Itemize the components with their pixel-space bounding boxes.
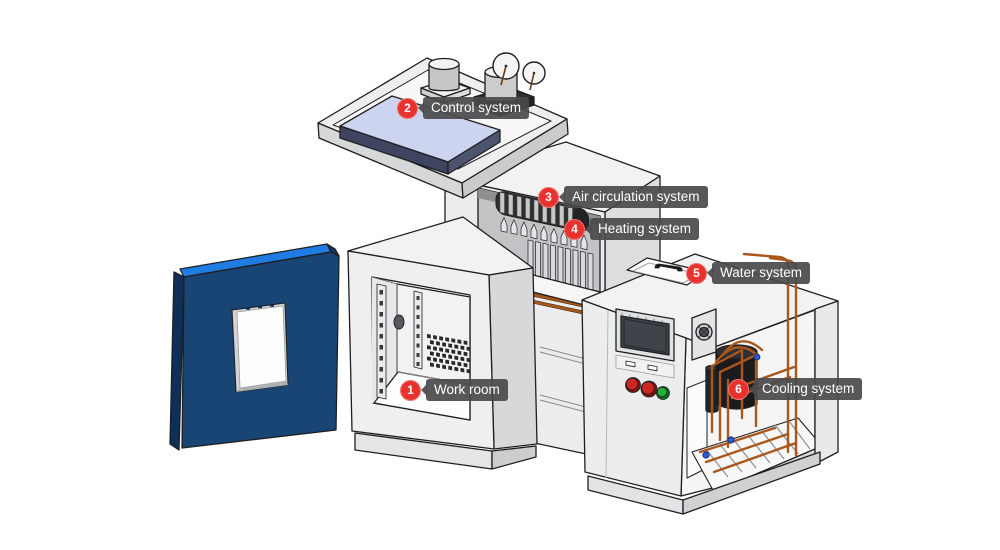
touchscreen <box>615 308 675 362</box>
callout-number-badge: 4 <box>564 218 585 240</box>
contactor-cylinder <box>420 57 471 104</box>
rack-rail <box>413 290 423 370</box>
callout-number-badge: 6 <box>728 378 749 400</box>
callout-number-badge: 3 <box>538 186 559 208</box>
pcb-board <box>339 95 501 175</box>
callout-label: Control system <box>423 97 530 119</box>
callout-label: Heating system <box>590 218 700 240</box>
callout-heating-system: 4 Heating system <box>564 218 700 240</box>
callout-label: Cooling system <box>754 378 863 400</box>
indicator-lights <box>615 354 675 379</box>
pressure-gauge-icon <box>522 61 546 91</box>
vent-port-icon <box>691 308 717 361</box>
right-unit <box>581 252 839 515</box>
button-red <box>625 377 641 393</box>
lid-handle-icon <box>654 263 683 272</box>
callout-number-badge: 5 <box>686 262 707 284</box>
callout-cooling-system: 6 Cooling system <box>728 378 863 400</box>
button-red <box>640 380 658 398</box>
sensor-hole <box>393 314 405 330</box>
callout-work-room: 1 Work room <box>400 379 508 401</box>
callout-water-system: 5 Water system <box>686 262 811 284</box>
callout-label: Water system <box>712 262 811 284</box>
vent-grid <box>427 334 471 374</box>
pipe-fittings <box>702 353 761 459</box>
door-window <box>231 302 289 393</box>
plinth <box>682 451 821 515</box>
button-green <box>656 386 670 400</box>
work-room-unit <box>347 216 538 470</box>
rack-rail <box>376 283 387 400</box>
control-column <box>581 299 717 497</box>
callout-air-circulation-system: 3 Air circulation system <box>538 186 708 208</box>
plinth <box>491 445 537 470</box>
door-panel <box>169 243 340 451</box>
pressure-gauge-icon <box>492 52 520 86</box>
callout-control-system: 2 Control system <box>397 97 530 119</box>
callout-number-badge: 1 <box>400 379 421 401</box>
callout-label: Air circulation system <box>564 186 708 208</box>
callout-number-badge: 2 <box>397 97 418 119</box>
callout-label: Work room <box>426 379 508 401</box>
